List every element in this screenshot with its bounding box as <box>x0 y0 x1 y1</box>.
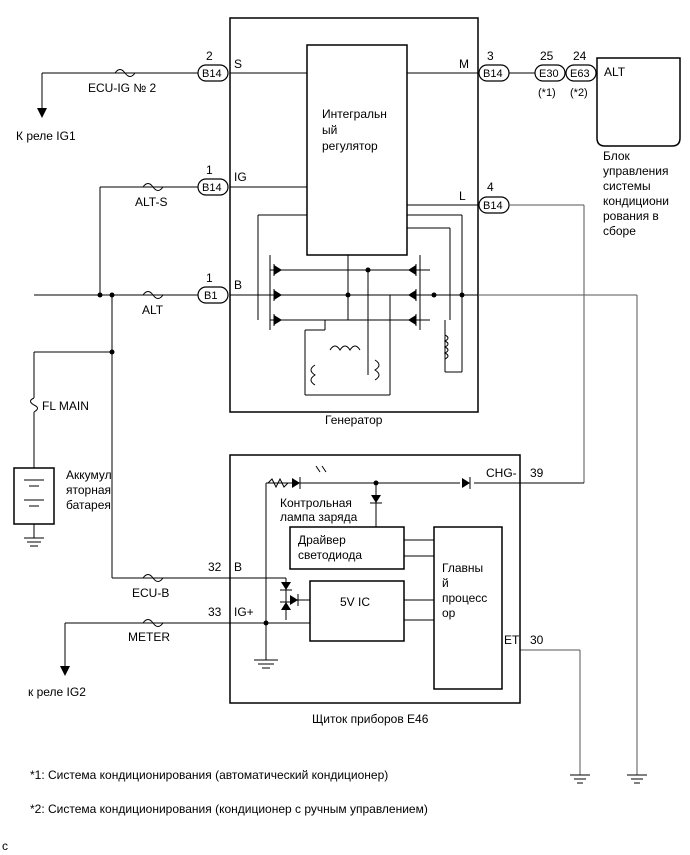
svg-text:1: 1 <box>206 271 213 285</box>
pin-b-name: B <box>234 560 242 574</box>
svg-text:B14: B14 <box>483 68 503 80</box>
svg-text:B14: B14 <box>483 200 503 212</box>
pin-igp-name: IG+ <box>234 605 254 619</box>
svg-text:2: 2 <box>206 49 213 63</box>
meter-panel-box <box>229 454 521 704</box>
fuse-meter-label: METER <box>128 630 170 644</box>
ac-unit-terminal: ALT <box>604 65 626 79</box>
connector-b14-ig: B14 1 <box>197 163 229 196</box>
svg-text:(*2): (*2) <box>570 87 588 99</box>
fuse-ecu-ig2-label: ECU-IG № 2 <box>88 81 157 95</box>
ac-caption-6: сборе <box>603 224 636 238</box>
regulator-label-3: регулятор <box>322 139 378 153</box>
battery-label-1: Аккумул <box>66 468 112 482</box>
terminal-m: M <box>459 57 469 71</box>
pin-et-num: 30 <box>530 633 544 647</box>
led-driver-box <box>289 526 405 570</box>
connector-b14-s: B14 2 <box>197 49 229 82</box>
pin-chg-num: 39 <box>530 466 544 480</box>
cpu-box <box>433 526 503 690</box>
ground-symbol-generator <box>627 774 647 784</box>
ac-caption-4: кондициони <box>603 194 669 208</box>
battery-label-3: батарея <box>66 498 111 512</box>
svg-text:E30: E30 <box>539 68 559 80</box>
connector-b14-l: B14 4 <box>478 180 510 214</box>
terminal-b: B <box>234 278 242 292</box>
svg-text:B14: B14 <box>202 68 222 80</box>
battery-symbol <box>13 467 55 547</box>
pin-b-num: 32 <box>208 560 222 574</box>
svg-text:1: 1 <box>206 163 213 177</box>
connector-b14-m: B14 3 <box>478 49 510 82</box>
ac-caption-3: системы <box>603 179 651 193</box>
terminal-l: L <box>459 189 466 203</box>
fuse-alt-label: ALT <box>142 303 164 317</box>
fuse-ecu-ig2-symbol <box>114 69 136 77</box>
led-driver-label-1: Драйвер <box>298 533 346 547</box>
terminal-s: S <box>234 57 242 71</box>
connector-b1-b: B1 1 <box>197 271 229 304</box>
external-wiring <box>33 72 638 775</box>
pin-igp-num: 33 <box>208 605 222 619</box>
svg-text:4: 4 <box>487 180 494 194</box>
cpu-label-1: Главны <box>442 561 483 575</box>
connector-e63: E63 24 (*2) <box>565 49 597 99</box>
svg-text:25: 25 <box>540 49 554 63</box>
relay-ig2-label: к реле IG2 <box>28 685 86 699</box>
connector-e30: E30 25 (*1) <box>534 49 566 99</box>
fuse-alt-s-label: ALT-S <box>135 195 167 209</box>
ac-caption-5: рования в <box>603 209 659 223</box>
ground-symbol-et <box>570 774 590 784</box>
relay-ig1-label: К реле IG1 <box>16 129 76 143</box>
cpu-label-4: ор <box>442 606 456 620</box>
fuse-alt-s-symbol <box>142 183 164 191</box>
fuse-fl-main-symbol <box>30 397 38 413</box>
meter-panel-label: Щиток приборов E46 <box>312 712 429 726</box>
svg-text:24: 24 <box>573 49 587 63</box>
rectifier-diodes <box>273 264 417 326</box>
cpu-label-3: процесс <box>442 591 487 605</box>
lamp-label-2: лампа заряда <box>280 510 358 524</box>
svg-text:B1: B1 <box>204 290 217 302</box>
fuse-ecu-b-label: ECU-B <box>132 586 169 600</box>
regulator-label-2: ый <box>322 123 337 137</box>
led-driver-label-2: светодиода <box>298 548 362 562</box>
cpu-label-2: й <box>442 576 449 590</box>
regulator-label-1: Интегральн <box>322 107 387 121</box>
ic-5v-box <box>309 580 405 642</box>
fuse-fl-main-label: FL MAIN <box>42 399 89 413</box>
terminal-ig: IG <box>234 170 247 184</box>
ac-unit-box <box>596 57 681 147</box>
stator-coil <box>310 334 449 386</box>
generator-box <box>229 17 479 413</box>
generator-internal-wiring <box>230 72 478 396</box>
fuse-alt-symbol <box>142 291 164 299</box>
meter-diodes <box>267 465 471 610</box>
svg-text:3: 3 <box>487 49 494 63</box>
ac-caption-2: управления <box>603 164 668 178</box>
lamp-label-1: Контрольная <box>280 496 352 510</box>
svg-text:(*1): (*1) <box>538 87 556 99</box>
pin-et-name: ET <box>504 633 520 647</box>
footnote-1: *1: Система кондиционирования (автоматич… <box>30 768 388 782</box>
generator-label: Генератор <box>325 413 383 427</box>
corner-mark: c <box>2 839 8 853</box>
footnote-2: *2: Система кондиционирования (кондицион… <box>30 802 428 816</box>
svg-text:B14: B14 <box>202 182 222 194</box>
ic-5v-label: 5V IC <box>340 595 370 609</box>
pin-chg-name: CHG- <box>486 466 517 480</box>
fuse-ecu-b-symbol <box>142 574 164 582</box>
ac-caption-1: Блок <box>603 149 631 163</box>
fuse-meter-symbol <box>142 619 164 627</box>
regulator-box <box>306 44 408 256</box>
svg-text:E63: E63 <box>570 68 590 80</box>
battery-label-2: яторная <box>66 483 111 497</box>
